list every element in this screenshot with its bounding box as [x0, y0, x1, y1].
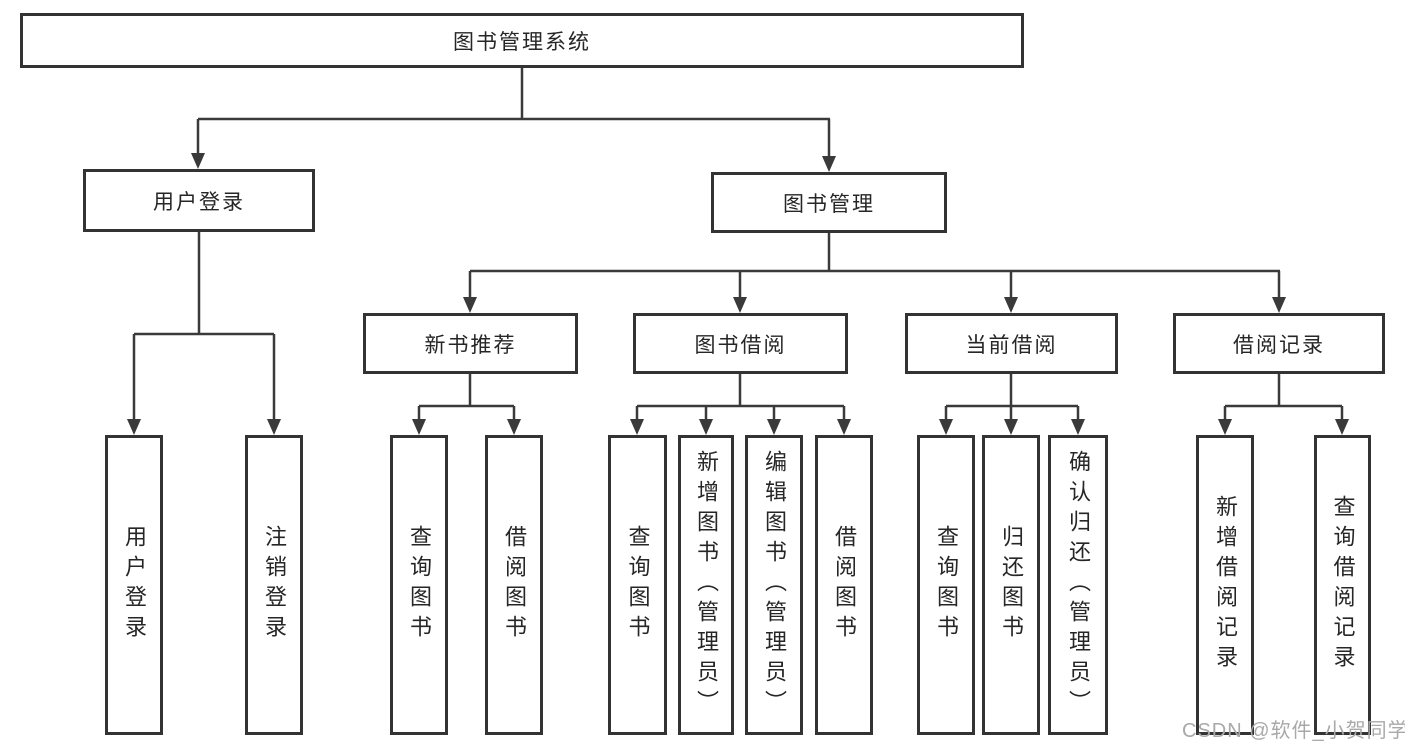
arrowhead	[939, 419, 953, 435]
leaf-current-query-books: 查询图书	[917, 435, 975, 735]
arrowhead	[507, 419, 521, 435]
leaf-current-return-books: 归还图书	[982, 435, 1040, 735]
node-book-management-branch: 图书管理	[711, 172, 947, 233]
leaf-newbook-query-books: 查询图书	[390, 435, 448, 735]
connector-lines	[132, 68, 1344, 420]
arrowhead	[127, 419, 141, 435]
arrowhead	[699, 419, 713, 435]
node-borrowing-records: 借阅记录	[1173, 313, 1385, 374]
leaf-logout: 注销登录	[245, 435, 303, 735]
arrowhead	[1272, 297, 1286, 313]
arrowheads	[127, 153, 1349, 435]
arrowhead	[1335, 419, 1349, 435]
node-current-borrowing: 当前借阅	[905, 313, 1118, 374]
arrowhead	[1071, 419, 1085, 435]
leaf-records-query-record: 查询借阅记录	[1314, 435, 1371, 735]
arrowhead	[822, 156, 836, 172]
arrowhead	[412, 419, 426, 435]
node-book-borrowing: 图书借阅	[633, 313, 848, 374]
arrowhead	[767, 419, 781, 435]
leaf-current-confirm-return-admin: 确认归还（管理员）	[1048, 435, 1108, 735]
arrowhead	[837, 419, 851, 435]
node-new-book-recommend: 新书推荐	[363, 313, 578, 374]
arrowhead	[630, 419, 644, 435]
leaf-borrow-query-books: 查询图书	[608, 435, 667, 735]
arrowhead	[1004, 297, 1018, 313]
leaf-records-add-record: 新增借阅记录	[1196, 435, 1254, 735]
arrowhead	[191, 153, 205, 169]
csdn-watermark: CSDN @软件_小贺同学	[1182, 720, 1405, 742]
arrowhead	[463, 297, 477, 313]
node-library-system-root: 图书管理系统	[20, 13, 1024, 68]
arrowhead	[1218, 419, 1232, 435]
leaf-borrow-borrow-books: 借阅图书	[815, 435, 873, 735]
leaf-user-login: 用户登录	[105, 435, 163, 735]
leaf-newbook-borrow-books: 借阅图书	[485, 435, 543, 735]
arrowhead	[733, 297, 747, 313]
leaf-borrow-edit-books-admin: 编辑图书（管理员）	[745, 435, 803, 735]
arrowhead	[267, 419, 281, 435]
leaf-borrow-add-books-admin: 新增图书（管理员）	[678, 435, 734, 735]
node-user-login-branch: 用户登录	[83, 169, 315, 232]
arrowhead	[1004, 419, 1018, 435]
